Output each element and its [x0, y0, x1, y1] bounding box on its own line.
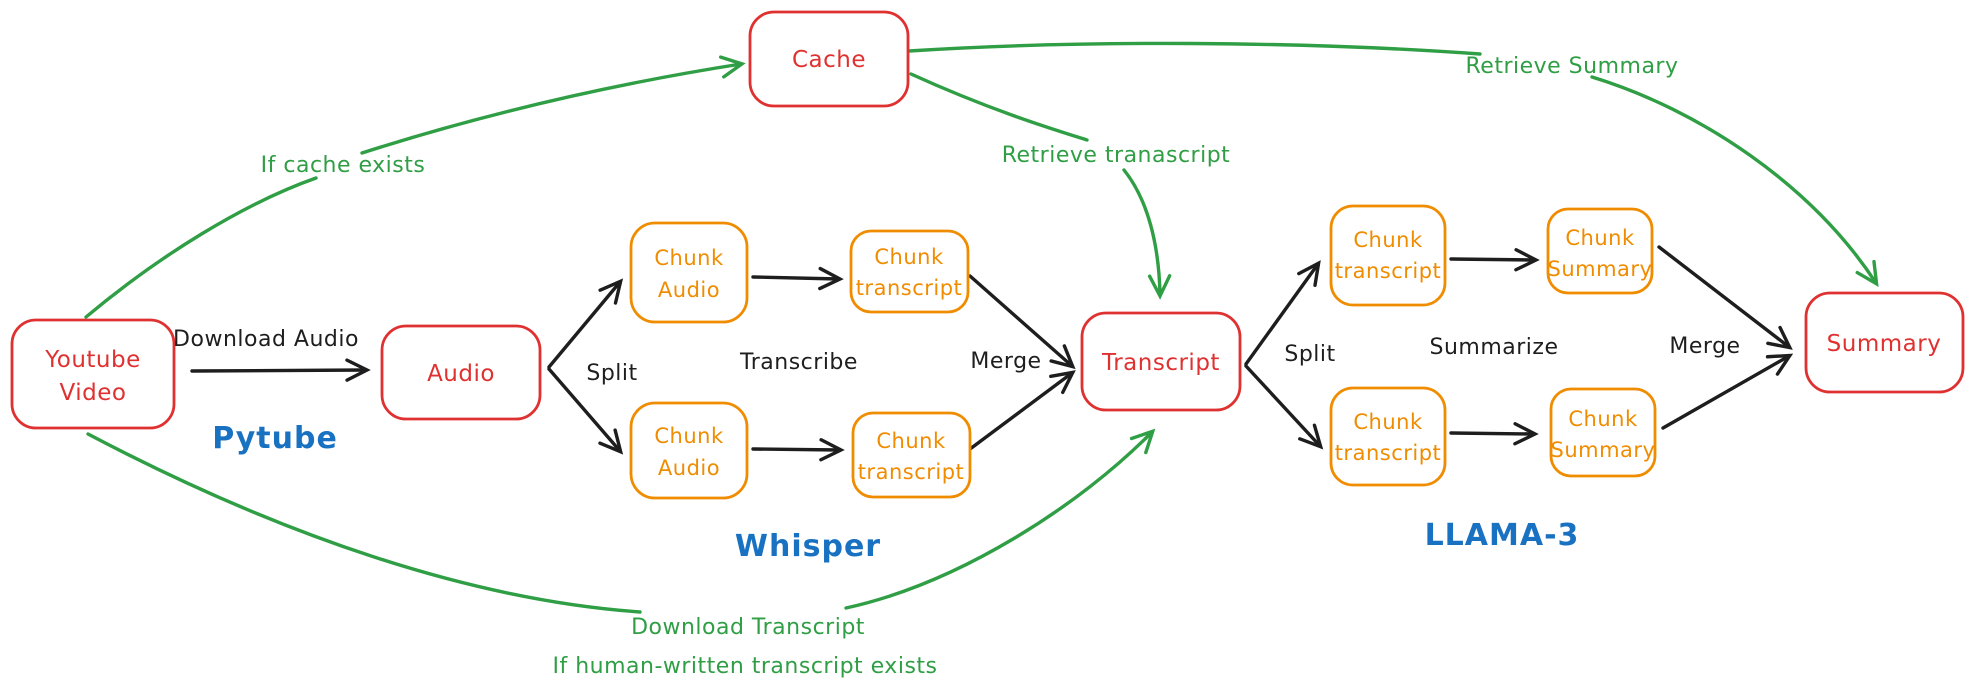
- arrow-chunktranscript-bottom-to-chunksummary-bottom: [1449, 422, 1539, 446]
- node-chunk-transcript-llama-top-box: [1329, 204, 1447, 307]
- arrow-merge-left-bottom: [964, 370, 1076, 454]
- arrow-audio-split-down: [547, 367, 624, 455]
- arrow-merge-right-bottom: [1661, 353, 1794, 430]
- node-chunk-transcript-llama-bottom-box: [1329, 386, 1447, 487]
- arrow-merge-left-top: [968, 274, 1076, 370]
- label-download-audio: Download Audio: [173, 327, 359, 352]
- label-split-right: Split: [1284, 342, 1335, 367]
- node-chunk-transcript-whisper-top-label: transcript: [856, 276, 963, 300]
- node-chunk-summary-bottom-label: Summary: [1551, 438, 1656, 462]
- node-chunk-transcript-whisper-top: Chunk transcript: [849, 229, 970, 314]
- node-chunk-transcript-llama-bottom-label: Chunk: [1353, 410, 1423, 434]
- node-audio-box: [380, 324, 542, 421]
- node-transcript: Transcript: [1080, 311, 1242, 412]
- label-download-transcript: Download Transcript: [631, 615, 865, 640]
- node-chunk-audio-top-label: Audio: [658, 278, 720, 302]
- node-chunk-audio-top-box: [629, 221, 749, 324]
- arrow-cache-to-transcript-segment2: [1122, 168, 1172, 300]
- node-summary-label: Summary: [1827, 331, 1942, 357]
- node-chunk-summary-top-label: Summary: [1548, 257, 1653, 281]
- arrow-youtube-to-transcript-segment1: [86, 432, 642, 614]
- pipeline-arrows: [190, 245, 1794, 462]
- node-chunk-transcript-llama-top-label: Chunk: [1353, 228, 1423, 252]
- arrow-transcript-split-up: [1244, 260, 1321, 366]
- flow-labels: If cache exists Retrieve tranascript Ret…: [261, 54, 1678, 679]
- node-chunk-transcript-whisper-top-label: Chunk: [874, 245, 944, 269]
- label-whisper: Whisper: [735, 529, 881, 564]
- edge-labels: Download Audio Split Transcribe Merge Sp…: [173, 327, 1740, 386]
- node-transcript-label: Transcript: [1101, 350, 1220, 376]
- node-chunk-transcript-whisper-top-box: [849, 229, 970, 314]
- node-chunk-audio-bottom-label: Chunk: [654, 424, 724, 448]
- node-chunk-summary-top: Chunk Summary: [1546, 207, 1654, 295]
- arrow-audio-split-up: [547, 278, 624, 369]
- node-chunk-transcript-whisper-bottom-box: [851, 411, 972, 499]
- arrow-cache-to-transcript-segment1: [909, 72, 1089, 142]
- node-chunk-transcript-llama-top-label: transcript: [1335, 259, 1442, 283]
- node-chunk-summary-bottom: Chunk Summary: [1549, 387, 1657, 478]
- node-youtube-video-label: Video: [60, 380, 127, 406]
- node-youtube-video: Youtube Video: [10, 318, 176, 430]
- arrow-youtube-to-cache-segment1: [84, 176, 318, 319]
- node-youtube-video-label: Youtube: [44, 347, 141, 373]
- arrow-chunkaudio-top-to-chunktranscript-top: [751, 266, 844, 291]
- tool-labels: Pytube Whisper LLAMA-3: [212, 421, 1580, 564]
- node-chunk-transcript-llama-bottom: Chunk transcript: [1329, 386, 1447, 487]
- label-llama3: LLAMA-3: [1425, 518, 1580, 553]
- label-if-human-written-transcript-exists: If human-written transcript exists: [552, 654, 937, 679]
- node-chunk-audio-bottom: Chunk Audio: [629, 401, 749, 500]
- flow-arrows: [84, 41, 1879, 614]
- label-retrieve-transcript: Retrieve tranascript: [1002, 143, 1231, 168]
- node-youtube-video-box: [10, 318, 176, 430]
- label-if-cache-exists: If cache exists: [261, 153, 426, 178]
- label-transcribe: Transcribe: [739, 350, 858, 375]
- node-chunk-summary-top-box: [1546, 207, 1654, 295]
- node-summary: Summary: [1804, 291, 1965, 394]
- arrow-chunktranscript-top-to-chunksummary-top: [1449, 248, 1540, 272]
- node-chunk-transcript-llama-top: Chunk transcript: [1329, 204, 1447, 307]
- label-pytube: Pytube: [212, 421, 338, 456]
- arrow-chunkaudio-bottom-to-chunktranscript-bottom: [751, 438, 845, 462]
- arrow-cache-to-summary-segment1: [907, 41, 1482, 56]
- node-transcript-box: [1080, 311, 1242, 412]
- node-chunk-transcript-llama-bottom-label: transcript: [1335, 441, 1442, 465]
- node-chunk-summary-bottom-box: [1549, 387, 1657, 478]
- node-chunk-summary-bottom-label: Chunk: [1568, 407, 1638, 431]
- label-retrieve-summary: Retrieve Summary: [1465, 54, 1678, 79]
- label-merge-right: Merge: [1669, 334, 1740, 359]
- node-cache-box: [748, 10, 910, 108]
- node-chunk-audio-top-label: Chunk: [654, 246, 724, 270]
- node-cache: Cache: [748, 10, 910, 108]
- node-chunk-audio-top: Chunk Audio: [629, 221, 749, 324]
- arrow-youtube-to-transcript-segment2: [844, 428, 1156, 610]
- node-chunk-transcript-whisper-bottom-label: Chunk: [876, 429, 946, 453]
- arrow-youtube-to-cache-segment2: [360, 55, 746, 155]
- node-chunk-transcript-whisper-bottom-label: transcript: [858, 460, 965, 484]
- arrow-cache-to-summary-segment2: [1590, 75, 1879, 288]
- node-audio-label: Audio: [427, 361, 495, 387]
- node-chunk-summary-top-label: Chunk: [1565, 226, 1635, 250]
- node-chunk-audio-bottom-box: [629, 401, 749, 500]
- node-chunk-audio-bottom-label: Audio: [658, 456, 720, 480]
- node-chunk-transcript-whisper-bottom: Chunk transcript: [851, 411, 972, 499]
- arrow-youtube-to-audio: [190, 358, 371, 382]
- node-summary-box: [1804, 291, 1965, 394]
- node-audio: Audio: [380, 324, 542, 421]
- label-summarize: Summarize: [1430, 335, 1559, 360]
- node-cache-label: Cache: [792, 47, 866, 73]
- arrow-transcript-split-down: [1244, 364, 1324, 450]
- label-merge-left: Merge: [970, 349, 1041, 374]
- label-split-left: Split: [586, 361, 637, 386]
- arrow-merge-right-top: [1657, 245, 1793, 350]
